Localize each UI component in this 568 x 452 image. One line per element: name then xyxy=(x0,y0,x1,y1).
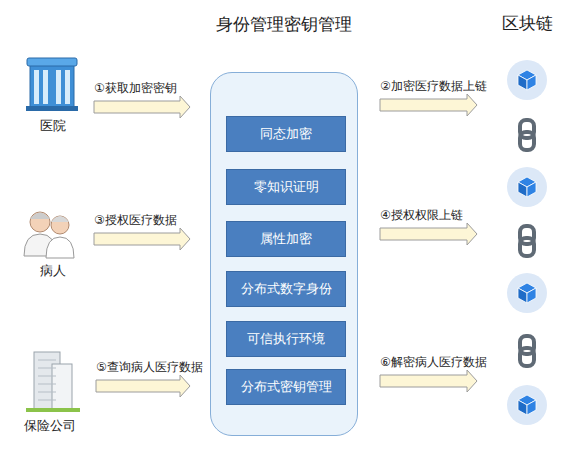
node-label: 零知识证明 xyxy=(254,178,319,196)
node-label: 医院 xyxy=(40,117,66,135)
process-box: 同态加密 xyxy=(226,116,346,152)
block-arrow xyxy=(96,375,190,397)
node-label: 分布式密钥管理 xyxy=(241,378,332,396)
hospital-icon xyxy=(26,58,78,111)
edge-label: ⑥解密病人医疗数据 xyxy=(380,354,487,371)
process-box: 可信执行环境 xyxy=(226,321,346,357)
block-arrow xyxy=(94,96,190,118)
process-box: 分布式密钥管理 xyxy=(226,369,346,405)
edge-label: ②加密医疗数据上链 xyxy=(380,78,487,95)
insurance-building-icon xyxy=(26,352,80,412)
hospital-actor: 医院 xyxy=(18,55,88,135)
block-arrow xyxy=(380,223,477,245)
node-label: 病人 xyxy=(40,262,66,280)
node-label: 同态加密 xyxy=(260,125,312,143)
edge-label: ④授权权限上链 xyxy=(380,207,463,224)
edge-label: ①获取加密密钥 xyxy=(94,80,177,97)
process-box: 属性加密 xyxy=(226,221,346,257)
patient-actor: 病人 xyxy=(18,205,88,280)
node-label: 分布式数字身份 xyxy=(241,280,332,298)
blockchain-blocks xyxy=(507,60,547,425)
node-heading: 身份管理密钥管理 xyxy=(171,13,397,36)
node-heading: 区块链 xyxy=(485,12,568,35)
block-arrow xyxy=(380,94,477,116)
chain-links xyxy=(520,120,534,366)
node-label: 可信执行环境 xyxy=(247,330,325,348)
edge-label: ⑤查询病人医疗数据 xyxy=(96,359,203,376)
patient-icon xyxy=(24,212,74,258)
process-box: 分布式数字身份 xyxy=(226,271,346,307)
edge-label: ③授权医疗数据 xyxy=(94,212,177,229)
block-arrow xyxy=(94,228,190,250)
blockchain-column: 区块链 xyxy=(495,8,559,440)
key-management-panel: 身份管理密钥管理同态加密零知识证明属性加密分布式数字身份可信执行环境分布式密钥管… xyxy=(210,72,358,436)
node-label: 保险公司 xyxy=(24,417,76,435)
insurance-actor: 保险公司 xyxy=(10,345,90,435)
node-label: 属性加密 xyxy=(260,230,312,248)
process-box: 零知识证明 xyxy=(226,169,346,205)
block-arrow xyxy=(380,370,477,392)
